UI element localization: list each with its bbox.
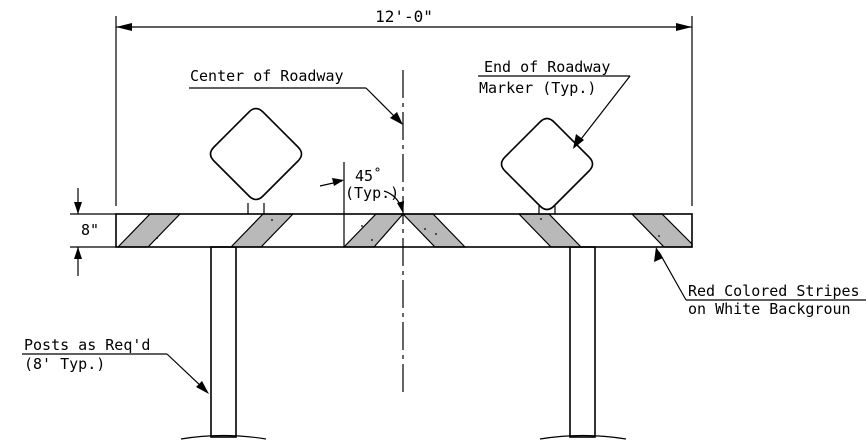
stripe xyxy=(630,213,693,248)
center-callout: Center of Roadway xyxy=(189,67,403,125)
posts-callout: Posts as Req'd (8' Typ.) xyxy=(22,336,209,394)
stripe xyxy=(401,213,467,248)
right-post xyxy=(539,246,627,440)
posts-label-line1: Posts as Req'd xyxy=(24,336,150,354)
stripes-callout: Red Colored Stripes on White Backgroun xyxy=(654,247,866,318)
left-diamond-marker xyxy=(209,107,303,214)
marker-label-line1: End of Roadway xyxy=(484,58,610,76)
stripe xyxy=(342,213,405,248)
angle-callout: 45˚ (Typ.) xyxy=(319,162,404,247)
stripes-label-line2: on White Backgroun xyxy=(688,300,851,318)
posts-label-line2: (8' Typ.) xyxy=(24,355,105,373)
barricade-rail xyxy=(115,213,693,248)
right-diamond-marker xyxy=(500,117,594,214)
stripe xyxy=(116,213,182,248)
marker-label-line2: Marker (Typ.) xyxy=(479,79,596,97)
stripes-label-line1: Red Colored Stripes xyxy=(688,282,860,300)
angle-label-line2: (Typ.) xyxy=(345,184,399,202)
width-dimension: 12'-0" xyxy=(115,7,693,206)
height-dimension-label: 8" xyxy=(81,221,99,239)
marker-callout: End of Roadway Marker (Typ.) xyxy=(478,58,631,149)
height-dimension: 8" xyxy=(70,188,116,276)
angle-label-line1: 45˚ xyxy=(355,167,382,185)
width-dimension-label: 12'-0" xyxy=(375,7,433,26)
stripe xyxy=(517,213,583,248)
center-label: Center of Roadway xyxy=(190,67,344,85)
stripe xyxy=(229,213,295,248)
left-post xyxy=(180,246,267,440)
